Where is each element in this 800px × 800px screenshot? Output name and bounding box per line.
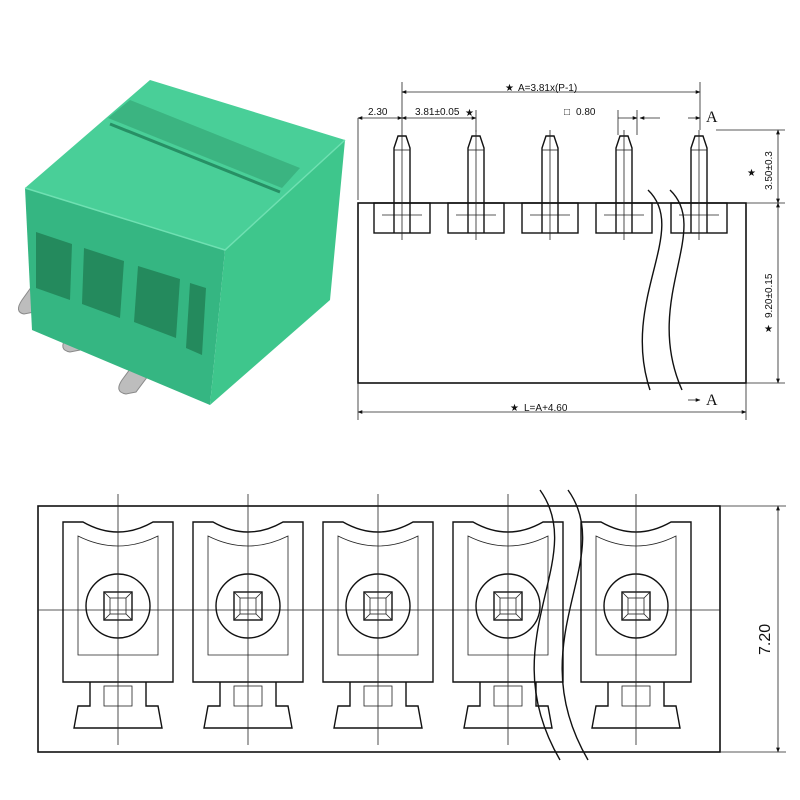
break-line — [641, 189, 663, 391]
terminal-cell — [580, 494, 692, 745]
top-body — [37, 505, 721, 753]
dim-star: ★ — [747, 168, 756, 179]
dim-pitch: 3.81±0.05 — [415, 107, 460, 118]
break-line — [533, 489, 561, 761]
terminal-cell — [62, 494, 174, 745]
top-view: 7.20 — [37, 489, 786, 761]
side-body — [357, 202, 747, 384]
block-top-face — [25, 80, 345, 250]
side-pins — [373, 130, 728, 240]
side-pin — [373, 130, 431, 240]
dim-body-height: 9.20±0.15 — [764, 273, 775, 318]
dim-length: L=A+4.60 — [524, 403, 568, 414]
dim-pin-square: 0.80 — [576, 107, 596, 118]
section-mark-bottom: A — [706, 392, 718, 409]
side-view: ★ A=3.81x(P-1) 2.30 3.81±0.05 ★ □ 0.80 A… — [357, 82, 785, 420]
dim-star: ★ — [505, 83, 514, 94]
dim-star: ★ — [510, 403, 519, 414]
dim-total-pitch: A=3.81x(P-1) — [518, 83, 577, 94]
break-line — [561, 489, 589, 761]
dim-star: ★ — [764, 324, 773, 335]
dim-edge-offset: 2.30 — [368, 107, 388, 118]
side-pin — [670, 130, 728, 240]
side-pin — [521, 130, 579, 240]
section-mark-top: A — [706, 109, 718, 126]
dim-pin-height: 3.50±0.3 — [764, 151, 775, 190]
block-right-face — [210, 140, 345, 405]
side-pin — [447, 130, 505, 240]
block-front-face — [25, 188, 225, 405]
product-photo — [18, 80, 346, 405]
dim-top-height: 7.20 — [757, 624, 774, 655]
front-slots — [36, 232, 206, 355]
terminal-cell — [322, 494, 434, 745]
dim-square-symbol: □ — [564, 107, 570, 118]
dim-star: ★ — [465, 108, 474, 119]
block-groove — [108, 100, 300, 188]
break-line — [668, 189, 685, 391]
side-pin — [595, 130, 653, 240]
terminal-cell — [192, 494, 304, 745]
